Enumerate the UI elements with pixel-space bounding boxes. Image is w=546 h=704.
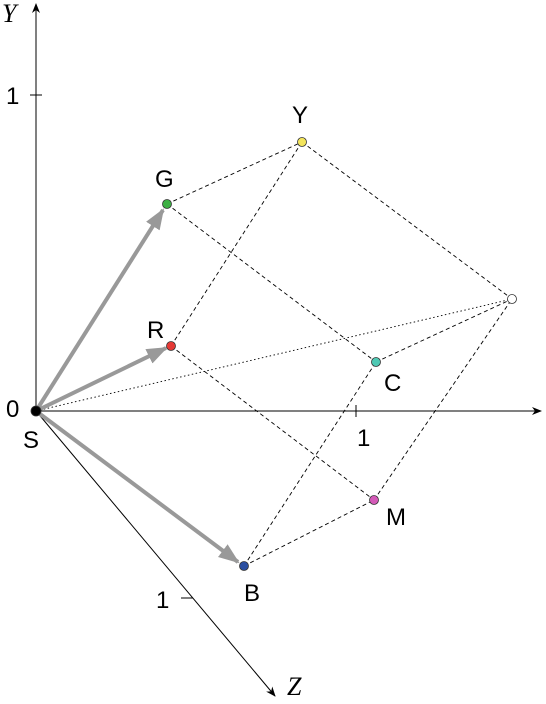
edge-y-w	[301, 141, 513, 300]
vector-g	[34, 208, 165, 413]
edge-m-w	[373, 298, 513, 501]
point-m	[369, 495, 379, 505]
point-g	[162, 199, 172, 209]
point-b	[239, 561, 249, 571]
edge-b-c	[243, 361, 377, 567]
edge-g-y	[166, 141, 303, 205]
label-y: Y	[292, 102, 308, 129]
label-g: G	[155, 166, 174, 193]
point-s	[30, 405, 42, 417]
point-white	[507, 294, 517, 304]
vector-b	[34, 409, 240, 564]
point-c	[371, 357, 381, 367]
y-axis-label: Y	[2, 0, 19, 28]
y-tick-label: 1	[6, 83, 19, 110]
edge-b-m	[243, 499, 375, 567]
z-axis-label: Z	[287, 672, 302, 701]
label-r: R	[147, 317, 164, 344]
point-r	[166, 341, 176, 351]
z-axis	[35, 410, 276, 697]
edge-r-y	[170, 141, 303, 347]
z-tick-label: 1	[156, 587, 169, 614]
edge-g-c	[166, 203, 377, 363]
point-y	[297, 137, 307, 147]
origin-label: 0	[6, 396, 19, 423]
label-c: C	[384, 370, 401, 397]
edge-r-m	[170, 345, 375, 501]
vector-r	[35, 346, 168, 413]
gray-diagonal	[35, 298, 513, 412]
x-tick-label: 1	[357, 425, 370, 452]
label-s: S	[23, 427, 39, 454]
label-b: B	[244, 580, 260, 607]
edge-c-w	[375, 298, 513, 363]
label-m: M	[386, 504, 406, 531]
